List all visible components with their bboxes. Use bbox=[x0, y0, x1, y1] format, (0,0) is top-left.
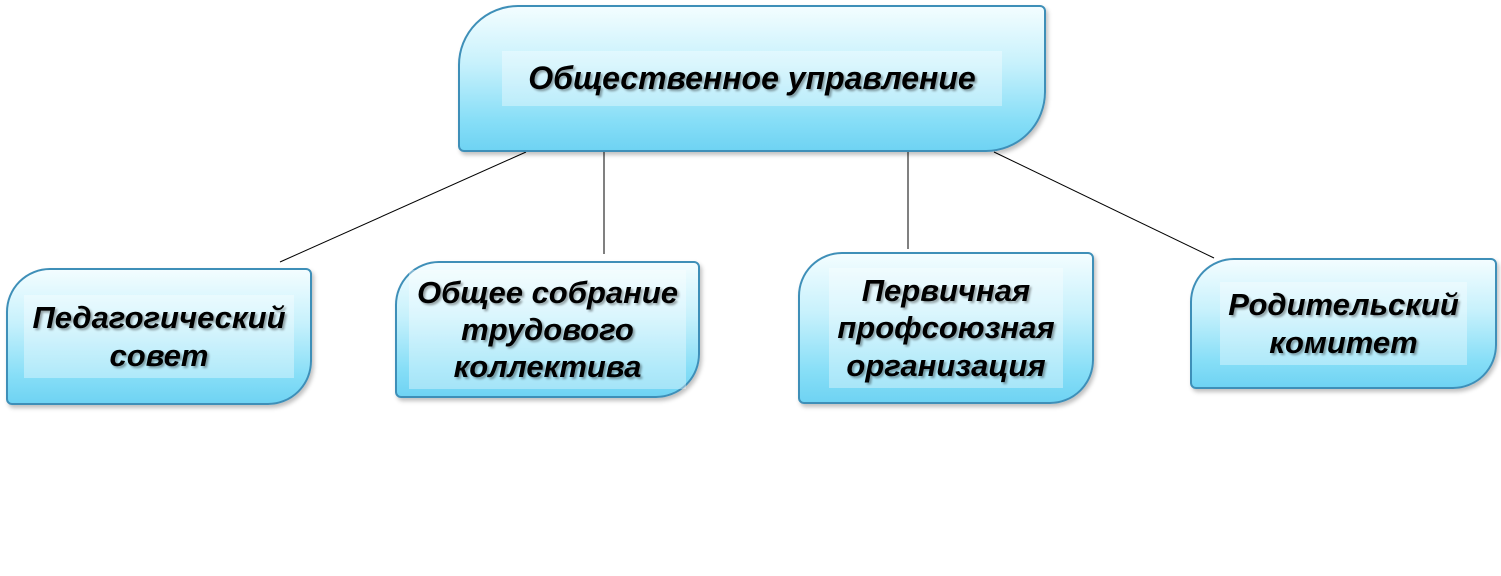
node-pedagogical-council: Педагогический совет bbox=[6, 268, 312, 405]
root-node-public-administration: Общественное управление bbox=[458, 5, 1046, 152]
node-general-meeting: Общее собрание трудового коллектива bbox=[395, 261, 700, 398]
node-trade-union-organization: Первичная профсоюзная организация bbox=[798, 252, 1094, 404]
node-label: Общее собрание трудового коллектива bbox=[408, 269, 687, 390]
node-parent-committee: Родительский комитет bbox=[1190, 258, 1497, 389]
node-label: Первичная профсоюзная организация bbox=[829, 268, 1063, 388]
node-label: Педагогический совет bbox=[24, 295, 294, 378]
connector-line-parent-committee bbox=[993, 151, 1215, 259]
node-label: Родительский комитет bbox=[1220, 282, 1467, 365]
root-node-label: Общественное управление bbox=[502, 51, 1002, 106]
connector-line-pedagogical-council bbox=[279, 151, 527, 263]
